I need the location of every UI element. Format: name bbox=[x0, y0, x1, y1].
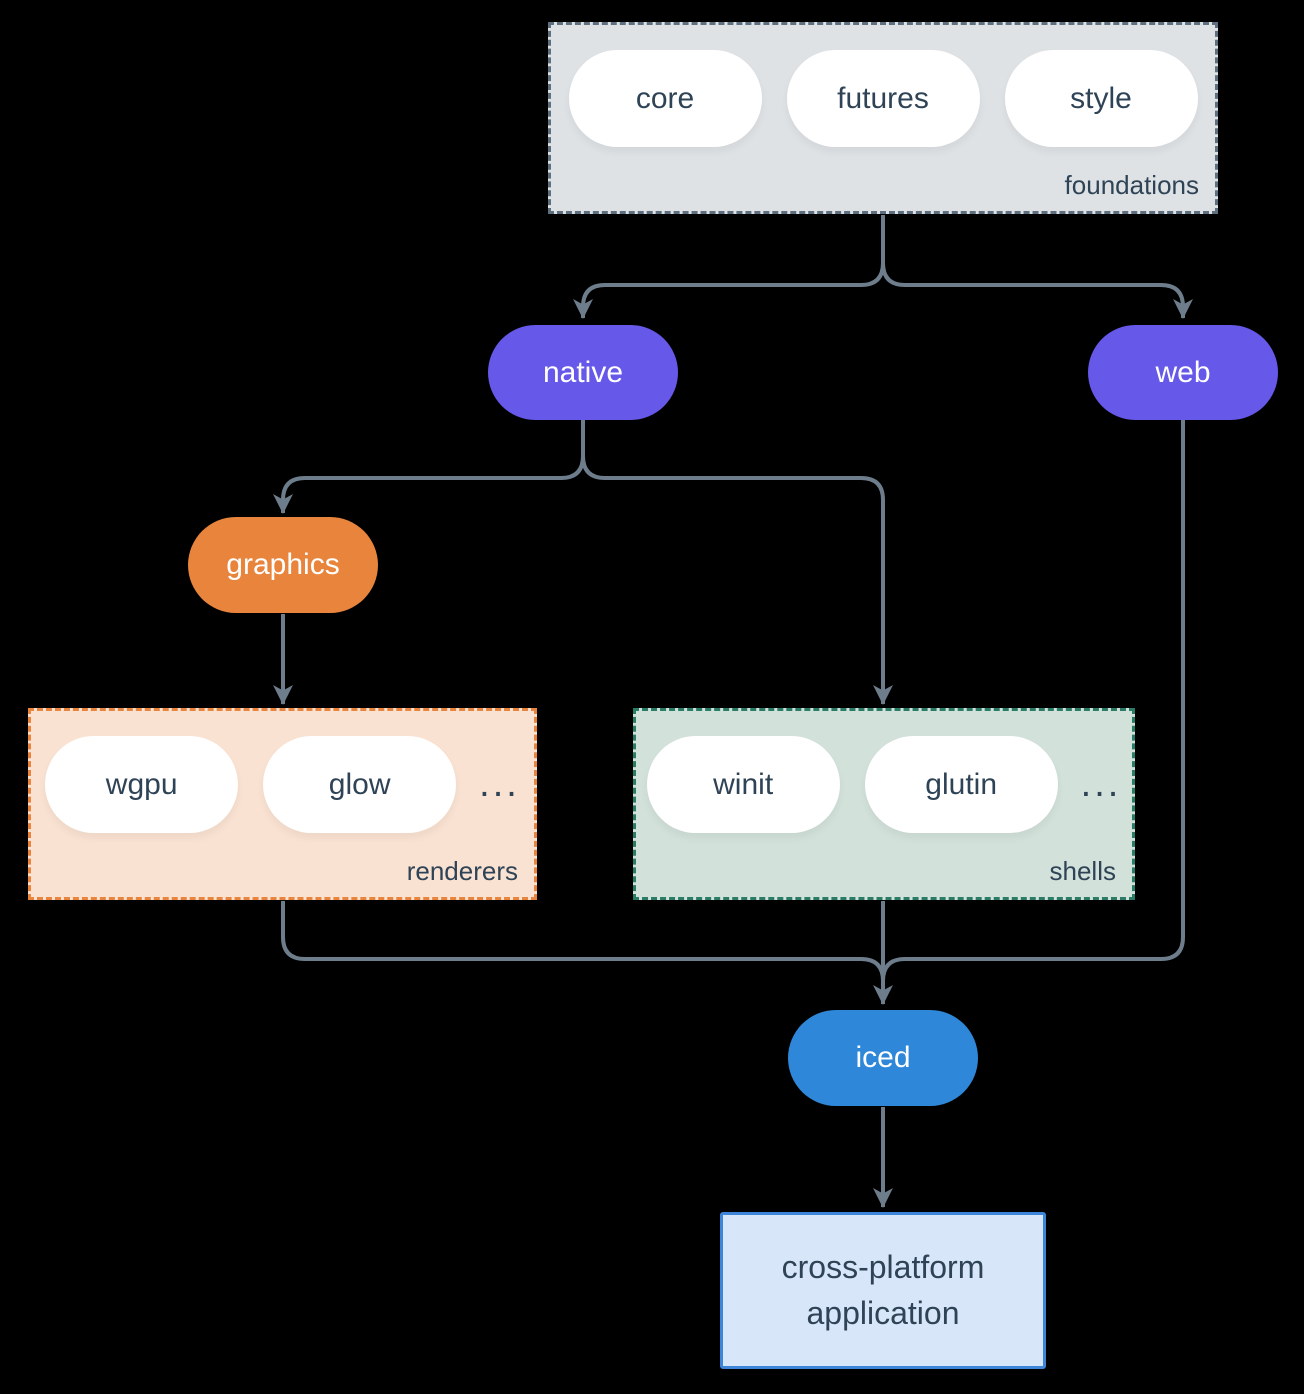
node-style: style bbox=[1004, 50, 1198, 147]
node-graphics: graphics bbox=[188, 517, 378, 613]
group-foundations: core futures style foundations bbox=[548, 22, 1218, 214]
shells-label: shells bbox=[1049, 856, 1116, 886]
group-shells: winit glutin ... shells bbox=[633, 708, 1135, 900]
node-native: native bbox=[488, 325, 678, 420]
node-glow: glow bbox=[263, 736, 457, 833]
node-web: web bbox=[1088, 325, 1278, 420]
node-cross-platform-application: cross-platform application bbox=[720, 1212, 1046, 1369]
edge-web-merge bbox=[881, 420, 1185, 982]
group-renderers: wgpu glow ... renderers bbox=[28, 708, 537, 900]
node-core: core bbox=[568, 50, 762, 147]
application-label-line1: cross-platform bbox=[781, 1249, 985, 1286]
edge-foundations-native bbox=[573, 215, 885, 319]
node-iced: iced bbox=[788, 1010, 978, 1106]
shells-pill-row: winit glutin ... bbox=[636, 736, 1132, 833]
edge-renderers-merge bbox=[281, 901, 885, 982]
node-glutin: glutin bbox=[864, 736, 1058, 833]
shells-ellipsis: ... bbox=[1080, 763, 1122, 805]
renderers-label: renderers bbox=[406, 856, 518, 886]
renderers-pill-row: wgpu glow ... bbox=[31, 736, 534, 833]
application-label-line2: application bbox=[806, 1294, 960, 1331]
renderers-ellipsis: ... bbox=[479, 763, 520, 805]
node-futures: futures bbox=[786, 50, 980, 147]
edge-native-graphics bbox=[273, 420, 585, 514]
edge-foundations-web bbox=[881, 215, 1193, 319]
edge-native-shells bbox=[581, 420, 893, 705]
node-wgpu: wgpu bbox=[45, 736, 239, 833]
foundations-pill-row: core futures style bbox=[551, 50, 1215, 147]
foundations-label: foundations bbox=[1064, 170, 1199, 200]
node-winit: winit bbox=[646, 736, 840, 833]
